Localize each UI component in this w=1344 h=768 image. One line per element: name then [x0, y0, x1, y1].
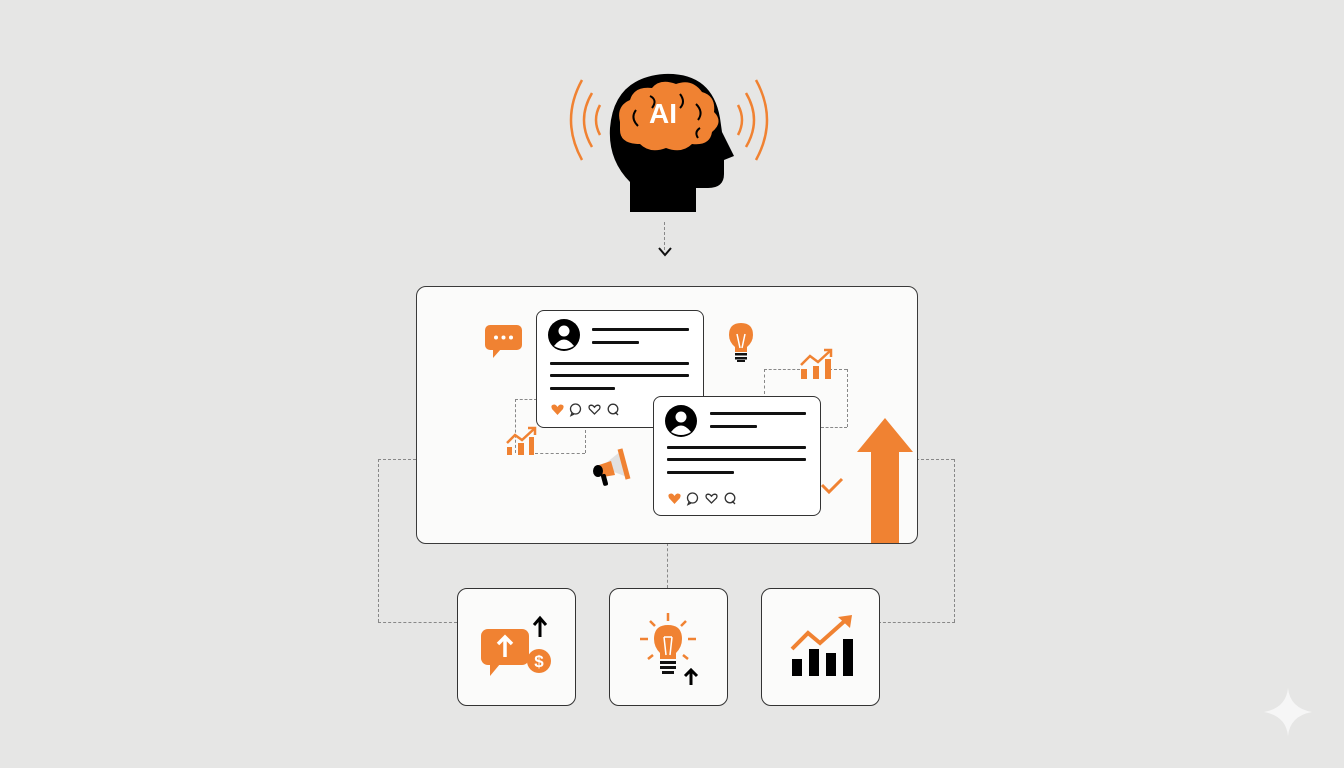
avatar-icon — [665, 405, 697, 437]
social-media-panel — [416, 286, 918, 544]
text-line — [710, 425, 757, 428]
frame-dash — [515, 399, 537, 400]
comment-icon[interactable] — [569, 403, 582, 417]
frame-dash — [515, 399, 516, 453]
frame-dash — [764, 369, 765, 394]
frame-dash — [535, 453, 585, 454]
like-heart-filled-icon[interactable] — [668, 493, 681, 504]
connector-left-vertical — [378, 459, 379, 622]
text-line — [550, 387, 615, 390]
text-line — [667, 458, 806, 461]
search-icon[interactable] — [607, 403, 620, 416]
social-post-card — [653, 396, 821, 516]
signal-waves-right-icon — [736, 79, 769, 161]
frame-dash — [821, 427, 847, 428]
frame-dash — [829, 369, 847, 370]
heart-outline-icon[interactable] — [705, 493, 718, 504]
megaphone-icon — [593, 448, 631, 486]
text-line — [592, 328, 689, 331]
arrow-down-icon — [658, 247, 672, 257]
tile-growth — [761, 588, 880, 706]
connector-right-top — [916, 459, 954, 460]
connector-center — [667, 543, 668, 588]
growth-chart-icon — [506, 426, 537, 455]
like-heart-filled-icon[interactable] — [551, 404, 564, 415]
chat-bubble-icon — [485, 325, 522, 358]
text-line — [550, 362, 689, 365]
head-silhouette-icon — [609, 73, 734, 213]
text-line — [667, 471, 734, 474]
growth-chart-icon — [800, 348, 833, 379]
frame-dash — [585, 425, 586, 453]
comment-icon[interactable] — [686, 492, 699, 506]
connector-left-bottom — [378, 622, 457, 623]
frame-dash — [847, 369, 848, 427]
connector-left-top — [378, 459, 416, 460]
signal-waves-left-icon — [569, 79, 602, 161]
heart-outline-icon[interactable] — [588, 404, 601, 415]
tile-ideas — [609, 588, 728, 706]
connector-head-to-panel — [664, 222, 665, 250]
sparkle-icon — [1264, 688, 1312, 736]
frame-dash — [764, 369, 800, 370]
chat-dollar-up-icon: $ — [481, 615, 551, 676]
bar-chart-trend-icon — [790, 615, 853, 676]
lightbulb-up-icon — [640, 613, 699, 685]
ai-label: AI — [649, 98, 677, 129]
search-icon[interactable] — [724, 492, 737, 505]
checkmark-icon — [820, 477, 844, 495]
big-up-arrow-icon — [857, 418, 913, 543]
text-line — [710, 412, 806, 415]
connector-right-bottom — [878, 622, 955, 623]
svg-text:$: $ — [534, 652, 544, 671]
text-line — [592, 341, 639, 344]
text-line — [550, 374, 689, 377]
connector-right-vertical — [954, 459, 955, 622]
avatar-icon — [548, 319, 580, 351]
tile-engagement-revenue: $ — [457, 588, 576, 706]
text-line — [667, 446, 806, 449]
lightbulb-icon — [729, 323, 753, 362]
